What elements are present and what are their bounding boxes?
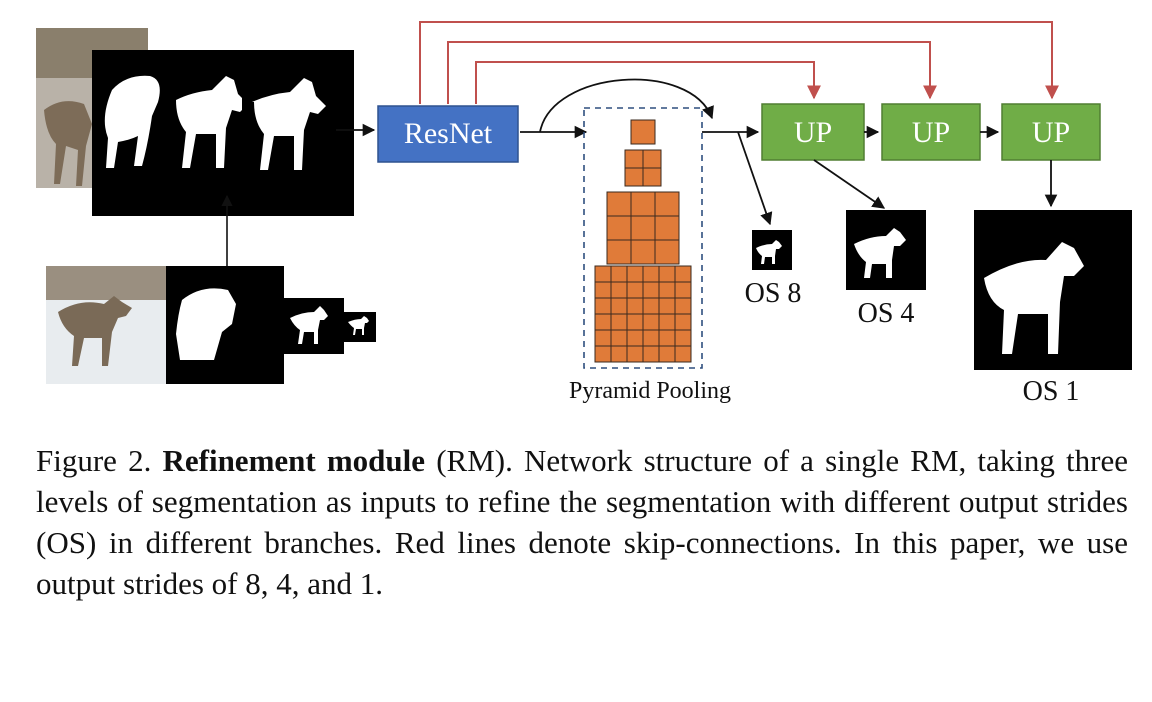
pyramid-cell (626, 297, 644, 315)
pyramid-cell (674, 313, 692, 331)
up1-to-os4-arrow (813, 159, 886, 209)
pyramid-cell (658, 313, 676, 331)
pyramid-cell (642, 329, 660, 347)
pyramid-cell (610, 297, 628, 315)
output-label-os8: OS 8 (745, 278, 802, 309)
pyramid-cell (626, 265, 644, 283)
pyramid-cell (642, 265, 660, 283)
pyramid-cell (654, 191, 680, 217)
up-block-3: UP (1001, 103, 1101, 161)
pyramid-cell (642, 167, 662, 187)
pyramid-cell (674, 329, 692, 347)
input-mask-half (284, 298, 344, 354)
pyramid-cell (606, 239, 632, 265)
pyramid-cell (674, 281, 692, 299)
pyramid-cell (674, 297, 692, 315)
figure-caption: Figure 2. Refinement module (RM). Networ… (36, 440, 1128, 604)
pyramid-cell (654, 215, 680, 241)
up-label-1: UP (794, 116, 832, 149)
input-coarse-mask (166, 266, 284, 384)
caption-bold-title: Refinement module (162, 443, 426, 478)
pyramid-cell (642, 297, 660, 315)
pyramid-to-os8-arrow (737, 131, 773, 226)
refinement-module-diagram: ResNet Pyramid Pooling UP UP UP OS 8 (36, 21, 1132, 407)
pyramid-cell (654, 239, 680, 265)
skip-connection-up3 (419, 21, 1059, 104)
up-block-1: UP (761, 103, 865, 161)
pyramid-cell (642, 345, 660, 363)
pyramid-cell (610, 281, 628, 299)
pyramid-cell (610, 265, 628, 283)
resnet-block: ResNet (377, 105, 519, 163)
pyramid-cell (624, 167, 644, 187)
input-mask-3 (242, 50, 354, 216)
pyramid-cell (630, 215, 656, 241)
input-multiscale-row (46, 194, 376, 384)
pyramid-cell (594, 329, 612, 347)
skip-connection-up1 (475, 61, 821, 104)
pyramid-cell (594, 297, 612, 315)
up-label-2: UP (912, 116, 950, 149)
pyramid-cell (658, 281, 676, 299)
output-label-os1: OS 1 (1023, 376, 1080, 407)
pyramid-pooling-label: Pyramid Pooling (569, 378, 731, 404)
pyramid-cell (626, 313, 644, 331)
pyramid-cell (658, 265, 676, 283)
pyramid-cell (594, 265, 612, 283)
pyramid-cell (642, 149, 662, 169)
pyramid-cell (610, 345, 628, 363)
pyramid-cell (624, 149, 644, 169)
pyramid-cell (610, 329, 628, 347)
up-label-3: UP (1032, 116, 1070, 149)
pyramid-cell (674, 345, 692, 363)
pyramid-cell (594, 345, 612, 363)
resnet-label: ResNet (404, 117, 493, 150)
input-mask-quarter (344, 312, 376, 342)
pyramid-cell (630, 239, 656, 265)
pyramid-pooling-border (583, 107, 703, 369)
pyramid-pooling: Pyramid Pooling (569, 107, 731, 404)
pyramid-cell (626, 345, 644, 363)
up-block-2: UP (881, 103, 981, 161)
pyramid-pooling-grids (594, 119, 692, 363)
pyramid-cell (594, 281, 612, 299)
input-wolf-photo (46, 266, 166, 384)
output-os1: OS 1 (974, 210, 1132, 407)
skip-connections (419, 21, 1059, 104)
skip-connection-up2 (447, 41, 937, 104)
pyramid-cell (658, 329, 676, 347)
pyramid-cell (642, 313, 660, 331)
pyramid-cell (594, 313, 612, 331)
pyramid-cell (626, 329, 644, 347)
pyramid-cell (674, 265, 692, 283)
output-label-os4: OS 4 (858, 298, 915, 329)
pyramid-cell (630, 119, 656, 145)
pyramid-bypass-arc (539, 78, 714, 133)
caption-text: (RM). Network structure of a single RM, … (36, 443, 1129, 601)
pyramid-cell (610, 313, 628, 331)
pyramid-cell (630, 191, 656, 217)
pyramid-cell (642, 281, 660, 299)
pyramid-cell (606, 191, 632, 217)
caption-prefix: Figure 2. (36, 443, 163, 478)
output-os8: OS 8 (745, 230, 802, 309)
output-os4: OS 4 (846, 210, 926, 329)
pyramid-cell (626, 281, 644, 299)
pyramid-cell (658, 297, 676, 315)
pyramid-cell (658, 345, 676, 363)
input-stack (36, 28, 354, 216)
pyramid-cell (606, 215, 632, 241)
